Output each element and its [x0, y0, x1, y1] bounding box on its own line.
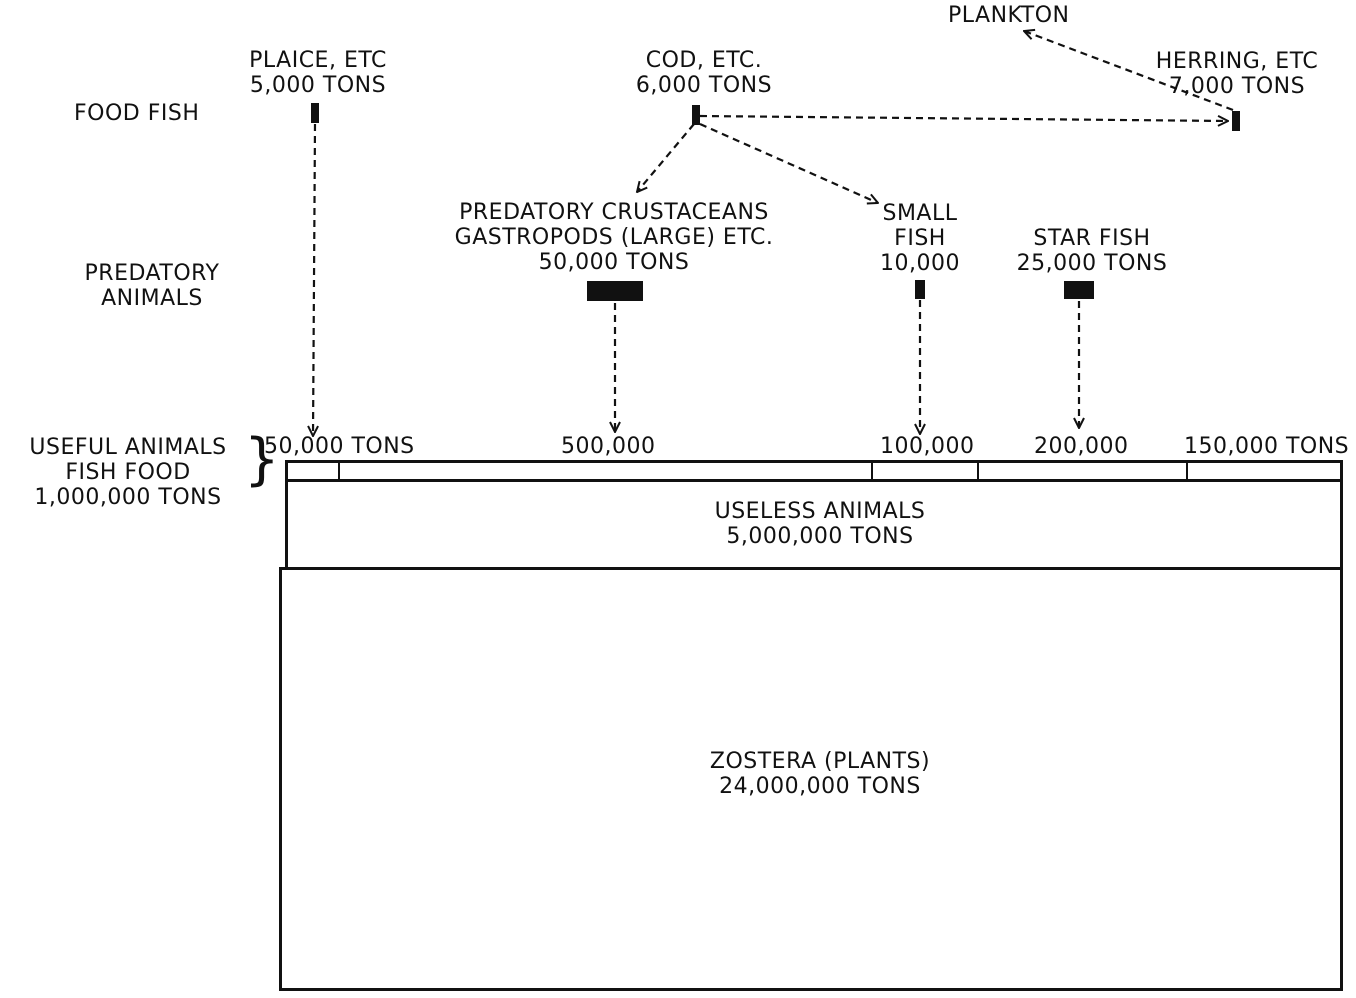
crustaceans-block: [587, 281, 643, 301]
useful-value-other: 150,000 TONS: [1184, 434, 1350, 459]
arrow-herring-to-plankton: [1024, 31, 1234, 112]
level-label-food-fish: FOOD FISH: [74, 101, 200, 126]
brace-icon: }: [244, 427, 280, 492]
herring-block: [1232, 111, 1240, 131]
arrow-cod-to-small-fish: [699, 122, 878, 203]
crustaceans-label: PREDATORY CRUSTACEANS GASTROPODS (LARGE)…: [454, 200, 774, 275]
useless-animals-label: USELESS ANIMALS 5,000,000 TONS: [714, 499, 926, 549]
level-label-predatory: PREDATORY ANIMALS: [84, 261, 220, 311]
herring-label: HERRING, ETC 7,000 TONS: [1155, 49, 1319, 99]
starfish-block: [1064, 281, 1094, 299]
small-fish-block: [915, 280, 925, 299]
arrow-cod-to-herring: [699, 114, 1228, 121]
starfish-label: STAR FISH 25,000 TONS: [1016, 226, 1168, 276]
cod-label: COD, ETC. 6,000 TONS: [635, 48, 773, 98]
useful-value-plaice: 50,000 TONS: [264, 434, 415, 459]
small-fish-label: SMALL FISH 10,000: [880, 201, 960, 276]
zostera-box: [279, 567, 1343, 991]
useful-value-small-fish: 100,000: [880, 434, 975, 459]
useful-value-starfish: 200,000: [1034, 434, 1129, 459]
level-label-useful: USEFUL ANIMALS FISH FOOD 1,000,000 TONS: [29, 435, 227, 510]
cod-block: [692, 105, 700, 125]
plankton-label: PLANKTON: [948, 3, 1070, 28]
plaice-block: [311, 103, 319, 123]
arrow-cod-to-crustaceans: [637, 123, 695, 192]
useful-value-crustaceans: 500,000: [561, 434, 656, 459]
zostera-label: ZOSTERA (PLANTS) 24,000,000 TONS: [709, 749, 931, 799]
plaice-label: PLAICE, ETC 5,000 TONS: [249, 48, 387, 98]
arrow-plaice-to-useful: [313, 123, 315, 436]
